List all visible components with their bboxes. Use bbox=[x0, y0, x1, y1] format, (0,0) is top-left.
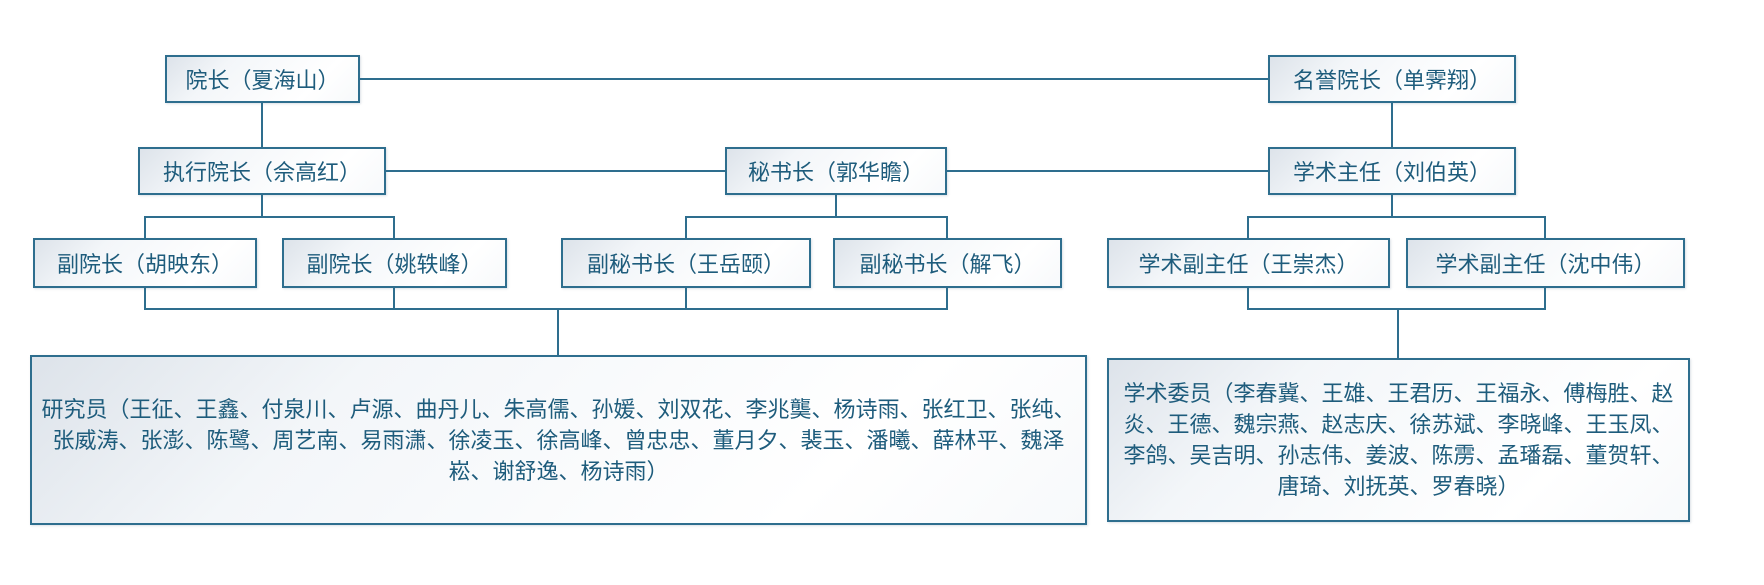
node-vice-dean-2: 副院长（姚轶峰） bbox=[282, 238, 507, 288]
connector-committee-stub-2 bbox=[1544, 288, 1546, 308]
node-deputy-secretary-2: 副秘书长（解飞） bbox=[833, 238, 1062, 288]
connector-vice-dean-bus bbox=[144, 216, 395, 218]
connector-dean-honorary bbox=[360, 78, 1268, 80]
connector-researchers-stub-4 bbox=[946, 288, 948, 308]
connector-honorary-director bbox=[1391, 103, 1393, 147]
node-secretary-general: 秘书长（郭华瞻） bbox=[725, 147, 947, 195]
connector-vice-dean-2-stub bbox=[393, 216, 395, 238]
node-deputy-academic-director-2: 学术副主任（沈中伟） bbox=[1406, 238, 1685, 288]
connector-executive-secretary bbox=[386, 170, 725, 172]
node-deputy-secretary-1: 副秘书长（王岳颐） bbox=[561, 238, 811, 288]
connector-researchers-drop bbox=[557, 308, 559, 355]
connector-researchers-stub-3 bbox=[685, 288, 687, 308]
connector-committee-bus bbox=[1247, 308, 1546, 310]
connector-researchers-stub-1 bbox=[144, 288, 146, 308]
node-vice-dean-1: 副院长（胡映东） bbox=[33, 238, 257, 288]
connector-deputy-academic-2-stub bbox=[1544, 216, 1546, 238]
node-honorary-dean: 名誉院长（单霁翔） bbox=[1268, 55, 1516, 103]
connector-dean-executive bbox=[261, 103, 263, 147]
connector-researchers-bus bbox=[144, 308, 948, 310]
connector-executive-stub bbox=[261, 195, 263, 216]
connector-deputy-secretary-bus bbox=[685, 216, 948, 218]
node-dean: 院长（夏海山） bbox=[165, 55, 360, 103]
connector-committee-stub-1 bbox=[1247, 288, 1249, 308]
connector-secretary-stub bbox=[835, 195, 837, 216]
node-academic-committee-list: 学术委员（李春冀、王雄、王君历、王福永、傅梅胜、赵炎、王德、魏宗燕、赵志庆、徐苏… bbox=[1107, 358, 1690, 522]
connector-director-stub bbox=[1391, 195, 1393, 216]
node-executive-dean: 执行院长（佘高红） bbox=[138, 147, 386, 195]
connector-secretary-director bbox=[947, 170, 1268, 172]
connector-committee-drop bbox=[1397, 308, 1399, 358]
node-researchers-list: 研究员（王征、王鑫、付泉川、卢源、曲丹儿、朱高儒、孙媛、刘双花、李兆龑、杨诗雨、… bbox=[30, 355, 1087, 525]
connector-deputy-secretary-1-stub bbox=[685, 216, 687, 238]
connector-deputy-secretary-2-stub bbox=[946, 216, 948, 238]
connector-researchers-stub-2 bbox=[393, 288, 395, 308]
connector-deputy-academic-1-stub bbox=[1247, 216, 1249, 238]
node-academic-director: 学术主任（刘伯英） bbox=[1268, 147, 1516, 195]
node-deputy-academic-director-1: 学术副主任（王崇杰） bbox=[1107, 238, 1390, 288]
connector-vice-dean-1-stub bbox=[144, 216, 146, 238]
connector-deputy-academic-bus bbox=[1247, 216, 1546, 218]
